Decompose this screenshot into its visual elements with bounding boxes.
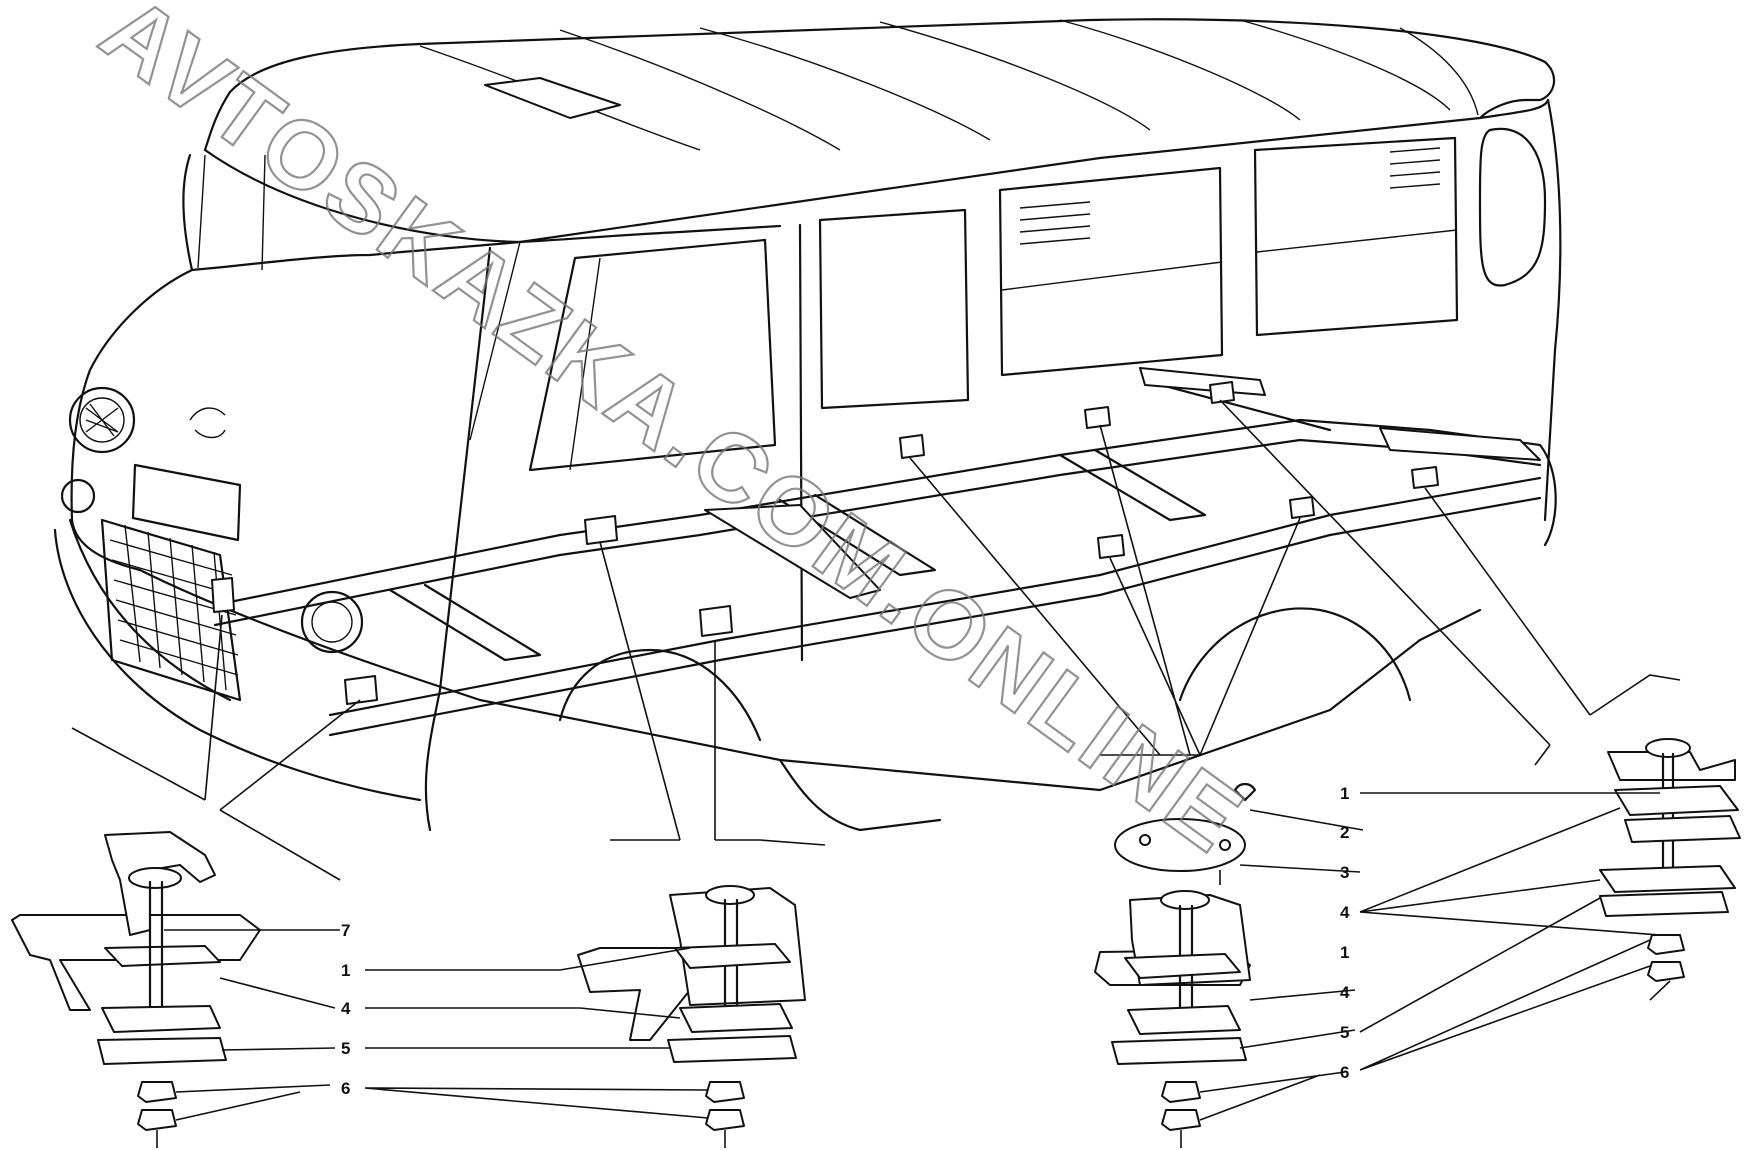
callout-1: 1	[341, 961, 350, 980]
callout-7: 7	[341, 921, 350, 940]
leader-lines	[71, 399, 1681, 881]
mount-detail-right-center	[1094, 782, 1257, 1148]
callout-numbers-right: 1 2 3 1 4 4 5 6	[1340, 784, 1350, 1082]
callout-4: 4	[341, 999, 351, 1018]
callout-3: 3	[1340, 863, 1349, 882]
van-body	[53, 18, 1562, 832]
callout-1-upper: 1	[1340, 784, 1349, 803]
mount-detail-left	[11, 831, 340, 1148]
mount-detail-right	[1199, 738, 1741, 1121]
callout-1-lower: 1	[1340, 943, 1349, 962]
chassis-frame	[211, 367, 1557, 737]
callout-2: 2	[1340, 823, 1349, 842]
callout-6: 6	[1340, 1063, 1349, 1082]
callout-numbers-left: 7 1 4 5 6	[341, 921, 351, 1098]
watermark: AVTOSKAZKA.COM.ONLINE	[83, 0, 1264, 874]
callout-4-upper: 4	[1340, 903, 1350, 922]
callout-5: 5	[341, 1039, 350, 1058]
frame-mount-points	[211, 381, 1439, 705]
mount-detail-middle	[364, 885, 806, 1148]
callout-4-lower: 4	[1340, 983, 1350, 1002]
callout-5: 5	[1340, 1023, 1349, 1042]
callout-6: 6	[341, 1079, 350, 1098]
